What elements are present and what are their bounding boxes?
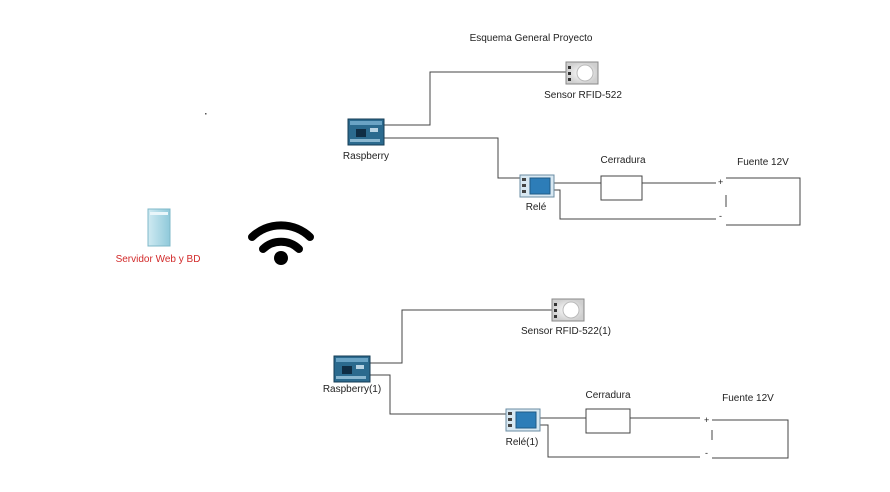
circuit-2 [333,298,789,459]
relay-icon [519,174,555,198]
lock-label: Cerradura [585,390,631,401]
relay-label: Relé(1) [505,437,539,448]
rfid-sensor-icon [565,61,599,85]
supply-minus-terminal: - [719,211,722,221]
wifi-icon [248,221,314,265]
sensor-label: Sensor RFID-522 [544,90,622,101]
diagram-title: Esquema General Proyecto [469,33,593,44]
supply-plus-terminal: + [718,177,724,187]
wires-2 [370,309,789,459]
supply-label: Fuente 12V [722,393,774,404]
raspberry-board-icon [347,118,385,146]
stray-dot [205,113,207,115]
relay-icon [505,408,541,432]
lock-box [585,408,631,434]
raspberry-label: Raspberry(1) [322,384,382,395]
sensor-label: Sensor RFID-522(1) [520,326,612,337]
lock-box [600,175,643,201]
rfid-sensor-icon [551,298,585,322]
supply-minus-terminal: - [705,448,708,458]
wires-1 [384,71,801,226]
supply-label: Fuente 12V [737,157,789,168]
lock-label: Cerradura [600,155,646,166]
supply-plus-terminal: + [704,415,710,425]
server-label: Servidor Web y BD [115,254,201,265]
raspberry-label: Raspberry [342,151,390,162]
relay-label: Relé [525,202,547,213]
circuit-1 [347,61,801,226]
server-icon [147,208,171,247]
raspberry-board-icon [333,355,371,383]
